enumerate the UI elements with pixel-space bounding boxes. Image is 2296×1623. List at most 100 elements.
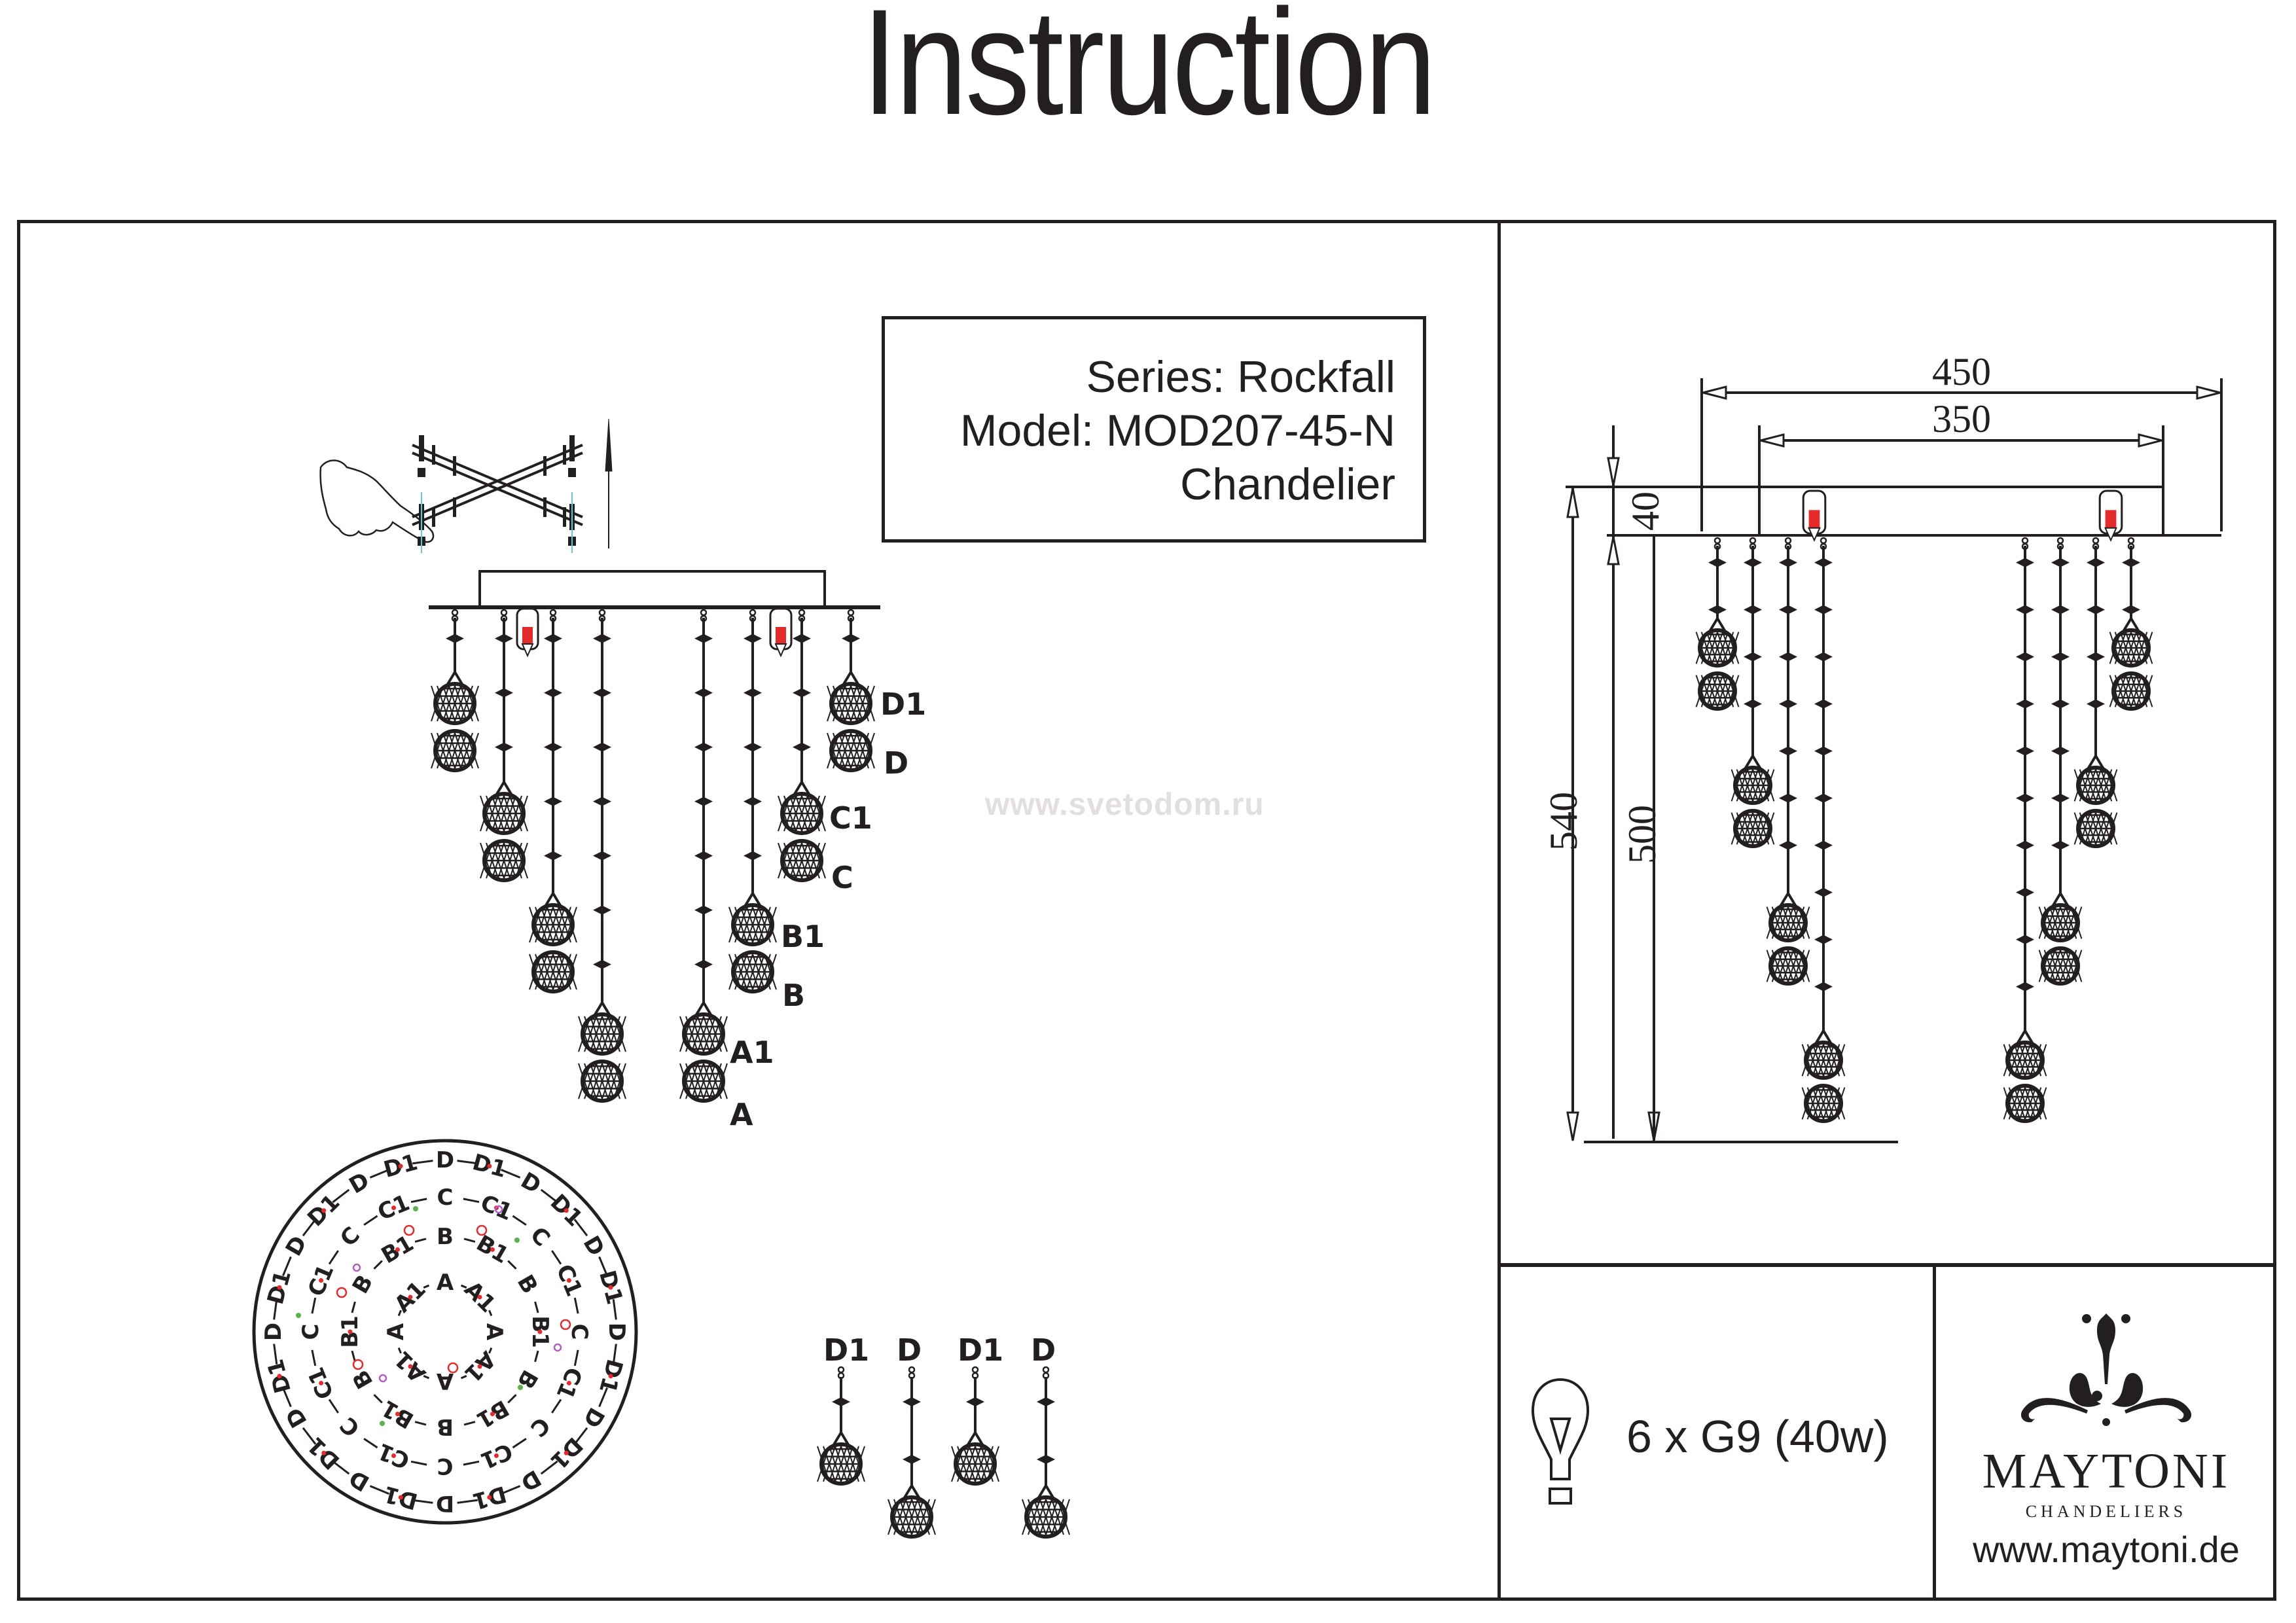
dim-overall-width: 450	[1932, 350, 1991, 393]
detail-label-d1-a: D1	[823, 1332, 870, 1368]
bead	[903, 1397, 921, 1406]
plan-marker	[336, 1287, 348, 1298]
plan-dot	[321, 1208, 327, 1213]
plan-connector	[273, 1344, 278, 1364]
plan-connector	[463, 1460, 480, 1466]
bead	[544, 796, 562, 806]
bead	[694, 851, 713, 861]
chain-link	[1820, 537, 1827, 544]
bead	[1814, 558, 1833, 567]
crystal-ball	[480, 839, 528, 882]
bead	[2016, 887, 2034, 897]
plan-label: D	[603, 1323, 630, 1341]
plan-marker	[518, 1385, 523, 1390]
crystal-ball	[1731, 809, 1775, 848]
bead	[793, 742, 811, 752]
plan-connector	[423, 1284, 430, 1289]
bead	[1708, 605, 1727, 615]
plan-label: A	[437, 1270, 454, 1296]
label-c: C	[831, 860, 853, 895]
bead	[793, 688, 811, 698]
plan-connector	[573, 1297, 579, 1314]
plan-connector	[540, 1188, 558, 1204]
plan-dot	[398, 1495, 403, 1500]
crystal-ball	[2073, 753, 2118, 805]
bead	[1779, 558, 1797, 567]
plan-connector	[281, 1387, 292, 1408]
series-label: Series: Rockfall	[1086, 352, 1395, 402]
bead	[593, 905, 611, 915]
plan-connector	[551, 1399, 562, 1414]
plan-dot	[277, 1374, 282, 1379]
crystal-ball	[2109, 616, 2153, 668]
label-a1: A1	[730, 1035, 774, 1070]
bead	[2016, 935, 2034, 944]
plan-connector	[463, 1238, 476, 1243]
crystal-ball	[578, 1060, 626, 1103]
plan-label: C	[298, 1324, 324, 1340]
bead	[1814, 935, 1833, 944]
plan-connector	[612, 1299, 617, 1320]
bead	[1814, 652, 1833, 662]
bead	[744, 851, 762, 861]
ornament-logo-icon	[2020, 1313, 2192, 1426]
plan-marker	[514, 1238, 520, 1243]
chain-link	[2127, 537, 2135, 544]
plan-connector	[311, 1349, 317, 1366]
divider-horizontal	[1498, 1263, 2276, 1267]
bead	[1814, 793, 1833, 803]
bead	[903, 1455, 921, 1464]
light-bulb-icon	[1531, 1378, 1590, 1505]
plan-marker	[476, 1224, 488, 1236]
plan-connector	[397, 1310, 402, 1317]
plan-connector	[598, 1387, 609, 1408]
dim-overall-height: 540	[1542, 792, 1585, 851]
detail-label-d-a: D	[897, 1332, 922, 1368]
brand-url[interactable]: www.maytoni.de	[1973, 1529, 2240, 1570]
bead	[1779, 840, 1797, 850]
plan-marker	[296, 1313, 301, 1318]
crystal-ball	[1022, 1483, 1070, 1539]
chain-link	[2021, 537, 2029, 544]
crystal-ball	[1695, 671, 1740, 711]
label-a: A	[730, 1097, 753, 1132]
plan-connector	[363, 1215, 378, 1226]
plan-connector	[512, 1215, 527, 1226]
watermark: www.svetodom.ru	[985, 787, 1265, 822]
plan-connector	[302, 1427, 317, 1445]
bulb-spec: 6 x G9 (40w)	[1626, 1411, 1889, 1462]
bead	[694, 742, 713, 752]
guide-lines	[421, 492, 573, 553]
crystal-ball	[778, 779, 826, 835]
bead	[2122, 558, 2140, 567]
plan-connector	[612, 1344, 617, 1364]
plan-dot	[566, 1380, 571, 1385]
bead	[544, 742, 562, 752]
bead	[446, 633, 464, 643]
dim-canopy-height: 40	[1624, 491, 1667, 531]
bead	[495, 742, 513, 752]
plan-connector	[369, 1485, 390, 1495]
page-title: Instruction	[861, 0, 1437, 146]
bead	[744, 742, 762, 752]
crystal-ball	[2073, 809, 2118, 848]
bead	[744, 796, 762, 806]
bead	[694, 688, 713, 698]
plan-label: A	[481, 1323, 507, 1341]
sheet-frame	[17, 220, 2276, 1601]
plan-label: D	[260, 1323, 287, 1341]
plan-marker	[447, 1362, 459, 1374]
bead	[694, 796, 713, 806]
crystal-ball	[827, 729, 875, 772]
brand-subtitle: CHANDELIERS	[2025, 1502, 2187, 1521]
plan-dot	[408, 1364, 413, 1369]
label-d: D	[884, 745, 909, 781]
plan-dot	[398, 1164, 403, 1169]
plan-connector	[412, 1160, 433, 1165]
plan-dot	[490, 1247, 495, 1252]
bead	[2016, 699, 2034, 709]
cross-bracket	[412, 444, 583, 526]
bead	[1744, 699, 1762, 709]
